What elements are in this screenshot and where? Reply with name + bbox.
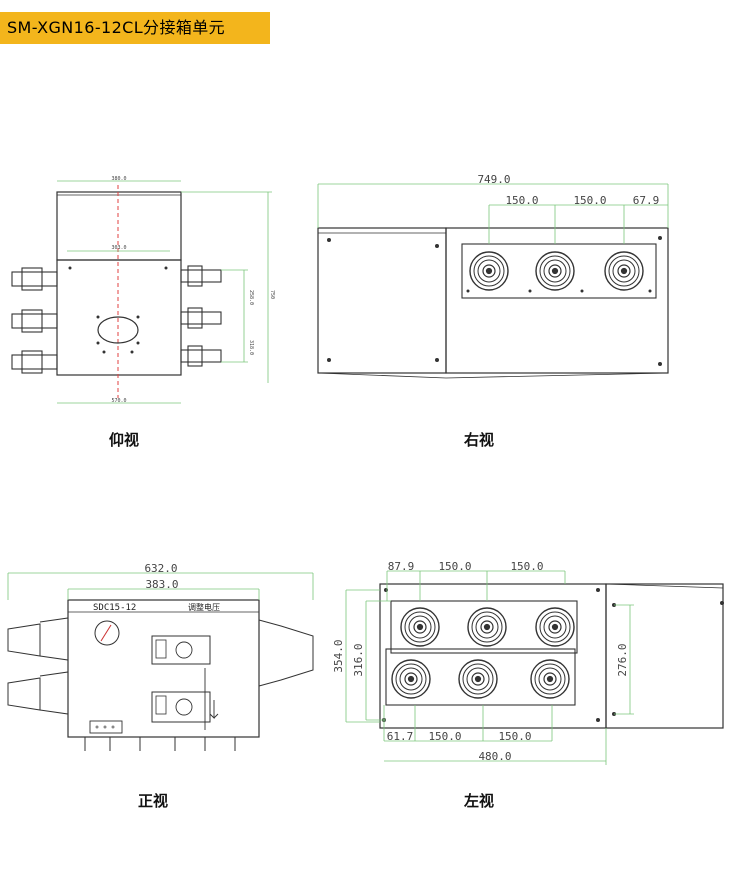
- right-panel: [445, 227, 669, 374]
- left-dim-bottom-total: 480.0: [478, 750, 511, 763]
- front-view-drawing: [7, 572, 314, 751]
- right-dim-span2: 150.0: [573, 194, 606, 207]
- left-dim-bot2: 150.0: [428, 730, 461, 743]
- central-hole: [97, 316, 139, 344]
- left-dim-left-inner: 316.0: [352, 643, 365, 676]
- bottom-dim-right-lower: 318.0: [248, 340, 254, 355]
- left-dim-left-outer: 354.0: [332, 639, 345, 672]
- front-cabinet: [67, 599, 260, 738]
- left-view-label: 左视: [464, 792, 495, 810]
- bottom-view-label: 仰视: [109, 431, 140, 449]
- front-view-label: 正视: [138, 792, 169, 810]
- bottom-dim-top: 380.0: [111, 176, 126, 182]
- front-nameplate-model: SDC15-12: [93, 603, 136, 613]
- front-dim-inner: 383.0: [145, 578, 178, 591]
- right-dim-total: 749.0: [477, 173, 510, 186]
- left-panel: [379, 583, 607, 729]
- left-view-drawing: [345, 570, 724, 765]
- bottom-view-drawing: [11, 180, 272, 404]
- right-dim-span3: 67.9: [633, 194, 660, 207]
- bottom-dim-inner-top: 303.0: [111, 245, 126, 251]
- bottom-dim-right-total: 750: [269, 290, 275, 299]
- left-dim-bot3: 150.0: [498, 730, 531, 743]
- left-dim-top1: 87.9: [388, 560, 415, 573]
- right-door: [317, 227, 447, 374]
- right-bushing-plate: [461, 243, 657, 299]
- front-dim-total: 632.0: [144, 562, 177, 575]
- front-nameplate-text: 调整电压: [188, 602, 220, 612]
- right-view-drawing: [317, 183, 669, 379]
- bottom-dim-right-h: 258.0: [248, 290, 254, 305]
- left-dim-bot1: 61.7: [387, 730, 414, 743]
- left-dim-right: 276.0: [616, 643, 629, 676]
- left-dim-top2: 150.0: [438, 560, 471, 573]
- page-title: SM-XGN16-12CL分接箱单元: [0, 12, 270, 44]
- left-dim-top3: 150.0: [510, 560, 543, 573]
- right-dim-span1: 150.0: [505, 194, 538, 207]
- right-view-label: 右视: [464, 431, 495, 449]
- bottom-dim-bottom: 570.0: [111, 398, 126, 404]
- front-gauge: [94, 620, 120, 646]
